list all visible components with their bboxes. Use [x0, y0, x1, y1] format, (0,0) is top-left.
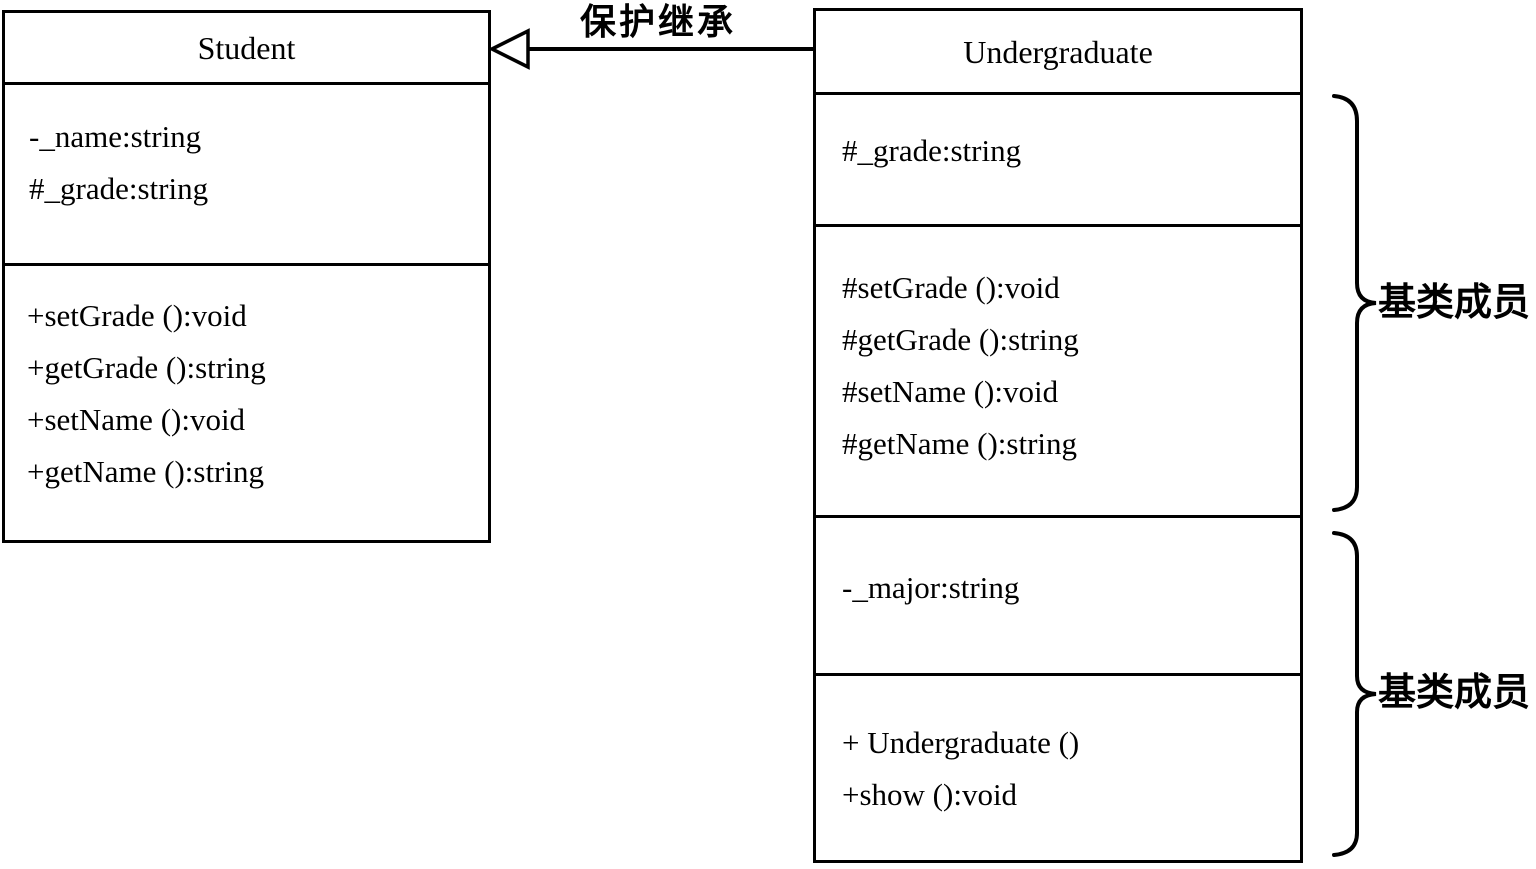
top-brace-annotation-label: 基类成员: [1378, 282, 1531, 324]
bottom-brace-annotation-label: 基类成员: [1378, 672, 1531, 714]
undergraduate-inherited-attributes-compartment: #_grade:string: [816, 92, 1300, 224]
attribute-line: -_name:string: [29, 119, 202, 154]
class-box-undergraduate: Undergraduate #_grade:string #setGrade (…: [813, 8, 1303, 863]
attribute-line: -_major:string: [842, 570, 1020, 605]
bottom-brace-icon: [1332, 531, 1377, 857]
method-line: +setGrade ():void: [27, 298, 247, 333]
inheritance-type-label: 保护继承: [579, 1, 737, 42]
method-line: #getGrade ():string: [842, 322, 1079, 357]
method-line: +getGrade ():string: [27, 350, 266, 385]
attribute-line: #_grade:string: [29, 171, 209, 206]
class-name-label: Undergraduate: [963, 33, 1153, 70]
class-name-label: Student: [197, 29, 296, 66]
class-title-student: Student: [5, 13, 488, 82]
method-line: + Undergraduate (): [842, 725, 1080, 760]
method-line: #setGrade ():void: [842, 270, 1060, 305]
student-attributes-compartment: -_name:string #_grade:string: [5, 82, 488, 263]
class-title-undergraduate: Undergraduate: [816, 11, 1300, 92]
top-brace-icon: [1332, 94, 1377, 512]
student-methods-compartment: +setGrade ():void +getGrade ():string +s…: [5, 263, 488, 540]
class-box-student: Student -_name:string #_grade:string +se…: [2, 10, 491, 543]
method-line: #setName ():void: [842, 374, 1059, 409]
undergraduate-own-attributes-compartment: -_major:string: [816, 515, 1300, 673]
undergraduate-own-methods-compartment: + Undergraduate () +show ():void: [816, 673, 1300, 860]
method-line: +show ():void: [842, 777, 1018, 812]
method-line: +getName ():string: [27, 454, 264, 489]
method-line: #getName ():string: [842, 426, 1078, 461]
attribute-line: #_grade:string: [842, 133, 1022, 168]
method-line: +setName ():void: [27, 402, 246, 437]
hollow-triangle-arrow-icon: [488, 28, 530, 70]
undergraduate-inherited-methods-compartment: #setGrade ():void #getGrade ():string #s…: [816, 224, 1300, 515]
